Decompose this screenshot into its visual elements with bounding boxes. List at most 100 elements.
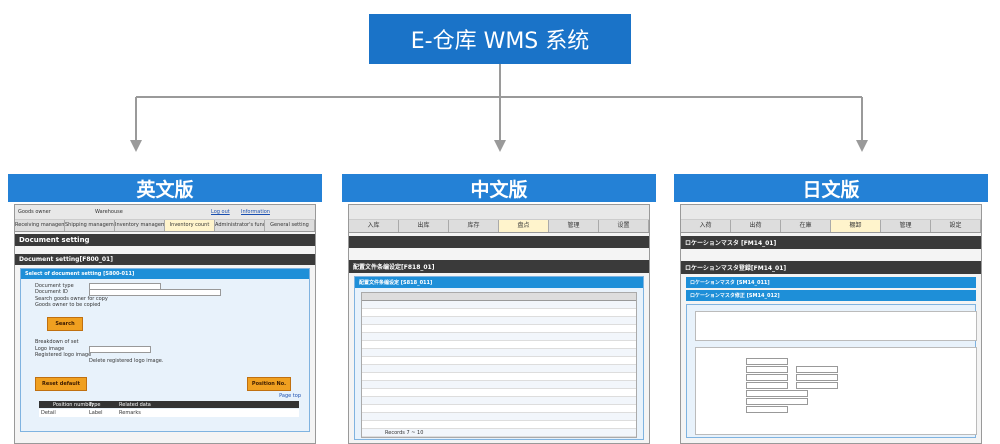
topbar — [349, 205, 649, 220]
nav-tabs: 入荷 出荷 在庫 棚卸 管理 設定 — [681, 220, 981, 233]
tab-item[interactable]: 盘点 — [499, 220, 549, 232]
information-link[interactable]: Information — [241, 209, 270, 215]
field-input[interactable] — [796, 382, 838, 389]
field-input[interactable] — [746, 382, 788, 389]
data-table — [361, 292, 637, 438]
table-row[interactable] — [362, 381, 636, 389]
tab-item[interactable]: 在庫 — [781, 220, 831, 232]
row-label: Label — [89, 410, 103, 416]
tab-item[interactable]: 設定 — [931, 220, 981, 232]
sub-title-2: ロケーションマスタ修正 [SM14_012] — [686, 290, 976, 301]
tab-item[interactable]: 棚卸 — [831, 220, 881, 232]
row-remarks: Remarks — [119, 410, 141, 416]
table-row[interactable] — [362, 405, 636, 413]
logout-link[interactable]: Log out — [211, 209, 230, 215]
list-area: 配置文件条编设定 [S818_011] — [354, 276, 644, 440]
row-detail: Detail — [41, 410, 56, 416]
doc-id-select[interactable] — [89, 289, 221, 296]
field-input[interactable] — [796, 366, 838, 373]
col-type: Type — [89, 402, 101, 408]
sub-title-1: ロケーションマスタ [SM14_011] — [686, 277, 976, 288]
panel-english: 英文版 Goods owner Warehouse Log out Inform… — [8, 174, 322, 444]
reset-default-button[interactable]: Reset default — [35, 377, 87, 391]
field-input[interactable] — [746, 390, 808, 397]
topbar: Goods owner Warehouse Log out Informatio… — [15, 205, 315, 220]
page-top-link[interactable]: Page top — [279, 393, 301, 399]
goods-owner-label: Goods owner — [18, 209, 51, 215]
table-row[interactable] — [362, 421, 636, 429]
search-button[interactable]: Search — [47, 317, 83, 331]
delete-logo-label: Delete registered logo image. — [89, 358, 164, 364]
goods-owner-copy-label: Goods owner to be copied — [35, 302, 101, 308]
sub-title: 配置文件条编设定 [S818_011] — [355, 277, 643, 288]
table-row[interactable] — [362, 357, 636, 365]
system-title: E-仓库 WMS 系统 — [369, 14, 631, 64]
field-input[interactable] — [746, 366, 788, 373]
field-input[interactable] — [796, 374, 838, 381]
topbar — [681, 205, 981, 220]
tab-item[interactable]: Receiving management — [15, 220, 65, 231]
field-input[interactable] — [746, 374, 788, 381]
connector-lines — [130, 64, 868, 152]
tab-item[interactable]: Inventory count — [165, 220, 215, 231]
position-no-button[interactable]: Position No. — [247, 377, 291, 391]
panel-header-chinese: 中文版 — [342, 174, 656, 202]
table-row[interactable] — [362, 349, 636, 357]
arrow-left-icon — [130, 140, 142, 152]
table-row[interactable] — [362, 389, 636, 397]
table-row[interactable] — [362, 325, 636, 333]
table-row[interactable] — [362, 309, 636, 317]
logo-file-input[interactable] — [89, 346, 151, 353]
field-input[interactable] — [746, 406, 788, 413]
col-position: Position number — [53, 402, 94, 408]
tab-item[interactable]: Inventory management — [115, 220, 165, 231]
tab-item[interactable]: 入荷 — [681, 220, 731, 232]
table-row[interactable] — [362, 429, 636, 437]
tab-item[interactable]: 管理 — [549, 220, 599, 232]
arrow-center-icon — [494, 140, 506, 152]
tab-item[interactable]: 管理 — [881, 220, 931, 232]
table-row: Detail Label Remarks — [39, 409, 299, 417]
table-row[interactable] — [362, 341, 636, 349]
page-title-bar — [349, 236, 649, 248]
tab-item[interactable]: 设置 — [599, 220, 649, 232]
form-area: Select of document setting [S800-011] Do… — [20, 268, 310, 432]
logo-image-label: Logo image — [35, 346, 65, 352]
screenshot-japanese: 入荷 出荷 在庫 棚卸 管理 設定 ロケーションマスタ [FM14_01] ロケ… — [680, 204, 982, 444]
detail-box — [695, 347, 977, 435]
field-input[interactable] — [746, 398, 808, 405]
breakdown-label: Breakdown of set — [35, 339, 79, 345]
table-header: Position number Type Related data — [39, 401, 299, 408]
warehouse-label: Warehouse — [95, 209, 123, 215]
sub-title: Select of document setting [S800-011] — [21, 269, 309, 279]
col-related: Related data — [119, 402, 151, 408]
form-area — [686, 304, 977, 438]
field-input[interactable] — [746, 358, 788, 365]
panel-japanese: 日文版 入荷 出荷 在庫 棚卸 管理 設定 ロケーションマスタ [FM14_01… — [674, 174, 988, 444]
tab-item[interactable]: General setting — [265, 220, 315, 231]
panel-chinese: 中文版 入库 出库 库存 盘点 管理 设置 配置文件条编设定[F818_01] … — [342, 174, 656, 444]
doc-type-label: Document type — [35, 283, 74, 289]
arrow-right-icon — [856, 140, 868, 152]
tab-item[interactable]: Administrator's function — [215, 220, 265, 231]
tab-item[interactable]: 出荷 — [731, 220, 781, 232]
tab-item[interactable]: 入库 — [349, 220, 399, 232]
table-row[interactable] — [362, 301, 636, 309]
table-row[interactable] — [362, 373, 636, 381]
screenshot-english: Goods owner Warehouse Log out Informatio… — [14, 204, 316, 444]
table-row[interactable] — [362, 365, 636, 373]
tab-item[interactable]: 出库 — [399, 220, 449, 232]
doc-id-label: Document ID — [35, 289, 68, 295]
tab-item[interactable]: 库存 — [449, 220, 499, 232]
panel-header-english: 英文版 — [8, 174, 322, 202]
section-title: Document setting[F800_01] — [15, 254, 315, 265]
table-row[interactable] — [362, 397, 636, 405]
table-row[interactable] — [362, 317, 636, 325]
search-goods-label: Search goods owner for copy — [35, 296, 108, 302]
table-row[interactable] — [362, 413, 636, 421]
table-header — [362, 293, 636, 301]
table-row[interactable] — [362, 333, 636, 341]
nav-tabs: Receiving management Shipping management… — [15, 220, 315, 232]
panel-header-japanese: 日文版 — [674, 174, 988, 202]
tab-item[interactable]: Shipping management — [65, 220, 115, 231]
